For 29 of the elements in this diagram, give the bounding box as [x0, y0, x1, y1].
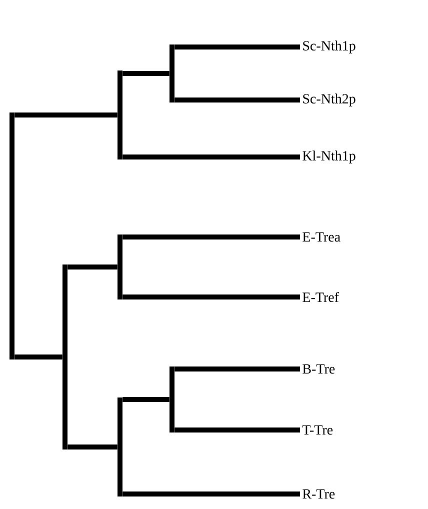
- tree-branch: [174, 44, 300, 50]
- tree-branch: [122, 234, 300, 240]
- tree-branch: [122, 71, 170, 76]
- tree-branch: [174, 428, 300, 432]
- leaf-label: T-Tre: [302, 425, 333, 435]
- tree-branch: [68, 444, 118, 450]
- leaf-label: E-Tref: [302, 292, 339, 302]
- leaf-label: Sc-Nth2p: [303, 94, 356, 106]
- leaf-label: B-Tre: [302, 364, 335, 374]
- branch-bar: [62, 264, 68, 450]
- leaf-label: Kl-Nth1p: [302, 150, 356, 164]
- tree-branch: [14, 112, 118, 118]
- branch-bar: [118, 70, 122, 160]
- branch-bar: [10, 112, 14, 360]
- tree-branch: [14, 354, 62, 360]
- tree-branch: [122, 294, 300, 300]
- leaf-label: Sc-Nth1p: [303, 40, 356, 54]
- tree-branch: [68, 264, 118, 270]
- leaf-label: E-Trea: [302, 232, 340, 242]
- tree-branch: [122, 154, 300, 160]
- branch-bar: [170, 44, 174, 102]
- tree-branch: [174, 366, 300, 372]
- tree-branch: [122, 492, 300, 496]
- branch-bar: [118, 398, 122, 496]
- tree-branch: [174, 98, 300, 102]
- leaf-label: R-Tre: [302, 489, 335, 499]
- branch-bar: [170, 366, 174, 432]
- tree-branch: [122, 397, 170, 402]
- branch-bar: [118, 234, 122, 300]
